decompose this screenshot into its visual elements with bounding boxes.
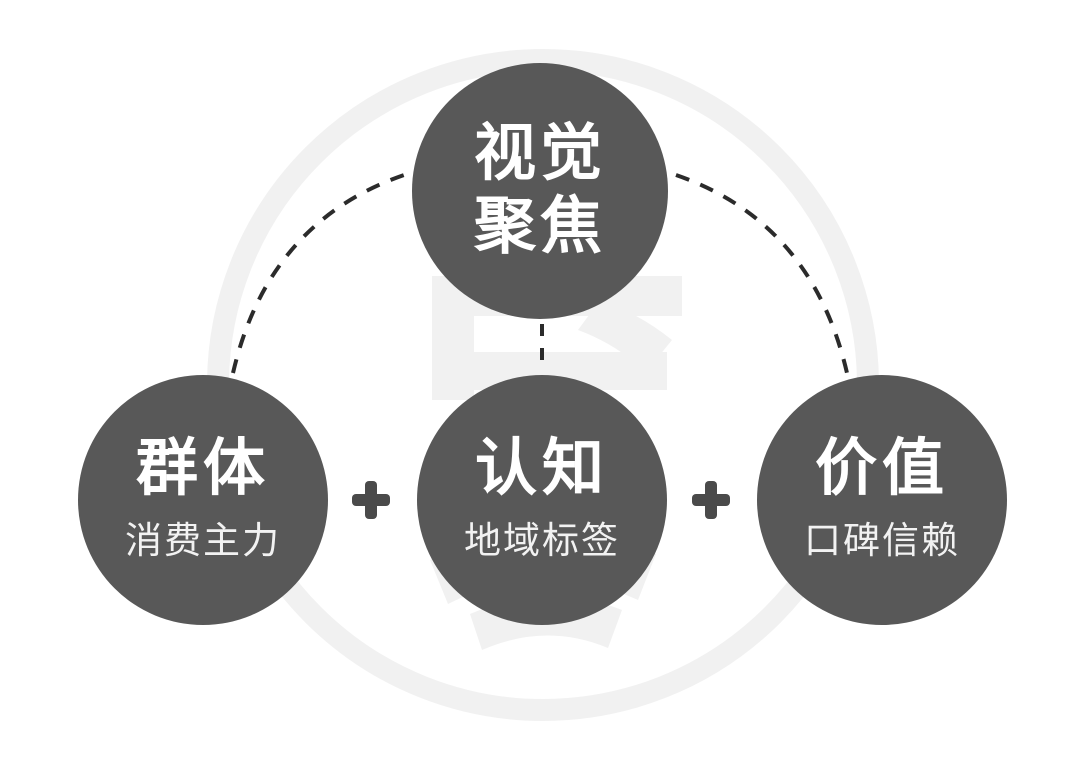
node-group-subtitle: 消费主力	[125, 520, 281, 562]
node-value[interactable]: 价值 口碑信赖	[757, 375, 1007, 625]
node-cognition-subtitle: 地域标签	[464, 520, 620, 562]
node-cognition[interactable]: 认知 地域标签	[417, 375, 667, 625]
node-group-title: 群体	[135, 433, 270, 503]
node-visual-focus[interactable]: 视觉 聚焦	[412, 63, 668, 319]
node-value-subtitle: 口碑信赖	[804, 520, 960, 562]
dashed-arc-right	[675, 173, 849, 374]
node-visual-focus-title-line-2: 聚焦	[473, 192, 606, 261]
plus-operator-2	[692, 481, 730, 519]
node-cognition-title: 认知	[474, 433, 609, 503]
dashed-arc-left	[231, 173, 405, 374]
node-value-title: 价值	[814, 433, 949, 503]
plus-operator-1	[352, 481, 390, 519]
node-group[interactable]: 群体 消费主力	[78, 375, 328, 625]
node-visual-focus-title-line-1: 视觉	[473, 119, 606, 189]
